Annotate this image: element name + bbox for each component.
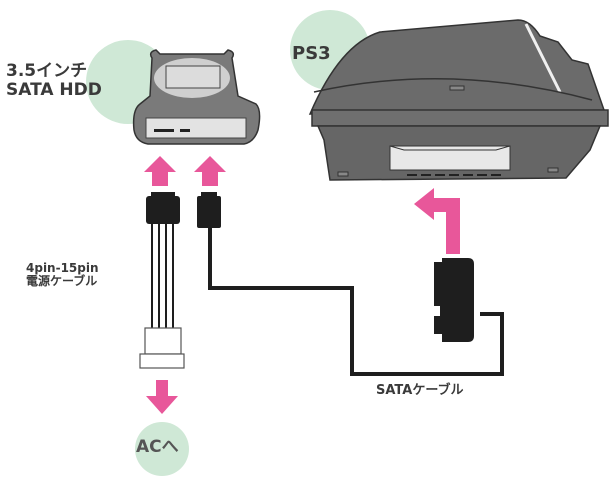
hdd-illustration bbox=[132, 49, 261, 145]
ps3-illustration bbox=[308, 19, 609, 181]
hdd-label-line2: SATA HDD bbox=[6, 79, 102, 100]
hdd-label: 3.5インチ SATA HDD bbox=[6, 62, 102, 99]
ac-label-circle bbox=[135, 422, 189, 476]
arrow-up-sata bbox=[194, 156, 226, 186]
sata-cable-label: SATAケーブル bbox=[376, 383, 464, 398]
hdd-label-line1: 3.5インチ bbox=[6, 61, 88, 81]
power-cable-label: 4pin-15pin 電源ケーブル bbox=[26, 261, 99, 289]
power-cable bbox=[139, 192, 185, 369]
arrow-up-power bbox=[144, 156, 176, 186]
sata-cable bbox=[197, 192, 504, 376]
ac-label: ACへ bbox=[136, 437, 179, 457]
power-cable-label-line2: 電源ケーブル bbox=[26, 274, 98, 289]
ps3-label: PS3 bbox=[292, 43, 331, 64]
arrow-to-ps3 bbox=[414, 188, 460, 254]
power-cable-label-line1: 4pin-15pin bbox=[26, 261, 99, 275]
arrow-down-ac bbox=[146, 380, 178, 414]
